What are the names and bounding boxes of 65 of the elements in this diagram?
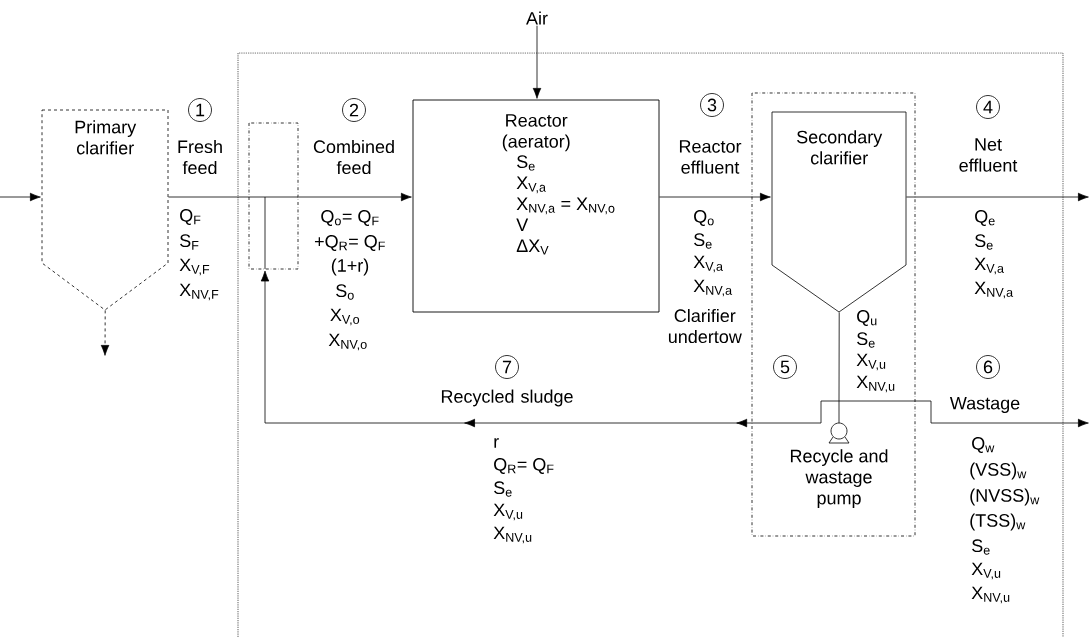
variable-label: S$_{e}$	[494, 481, 512, 497]
variable-label: (VSS)$_{w}$	[970, 462, 1027, 480]
flow-arrow	[906, 192, 1089, 202]
variable-label: X$_{V,u}$	[856, 353, 886, 371]
flow-arrow	[532, 25, 542, 99]
variable-label: (NVSS)$_{w}$	[970, 488, 1040, 506]
stream-label: Wastage	[949, 396, 1020, 414]
flow-arrow	[260, 270, 840, 428]
flow-arrow	[100, 310, 110, 356]
variable-label: S$_{e}$	[857, 332, 875, 348]
variable-label: S$_{e}$	[975, 234, 993, 250]
variable-label: S$_{F}$	[180, 234, 199, 250]
pump: Recycle and wastage pump	[790, 400, 888, 508]
stream-number: 7	[495, 355, 519, 379]
stream-number: 4	[976, 95, 1000, 119]
flow-arrow	[659, 192, 771, 202]
stream-number: 2	[342, 98, 366, 122]
variable-label: Q$_{e}$	[975, 210, 995, 226]
variable-label: X$_{V,a}$	[974, 257, 1004, 275]
stream-number: 5	[773, 355, 797, 379]
variable-label: X$_{V,a}$	[693, 255, 723, 273]
stream-label: Clarifier undertow	[668, 308, 742, 344]
variable-label: X$_{V,o}$	[330, 308, 360, 326]
variable-label: S$_{o}$	[336, 284, 354, 300]
stream-number: 6	[976, 355, 1000, 379]
variable-label: X$_{NV,u}$	[493, 526, 532, 544]
control-volume-box	[751, 92, 916, 537]
variable-label: X$_{V,u}$	[971, 562, 1001, 580]
variable-label: S$_{e}$	[972, 539, 990, 555]
variable-label: r	[494, 438, 499, 448]
stream-label: Recycled sludge	[441, 389, 573, 407]
air-label: Air	[526, 11, 548, 25]
stream-label: Net effluent	[959, 138, 1018, 172]
primary-clarifier: Primary clarifier	[41, 109, 169, 311]
stream-number: 1	[188, 98, 212, 122]
reactor-box: Reactor (aerator) S$_{e}$ X$_{V,a}$ X$_{NV,a}$ = X$_{NV,o}$ V ΔX$_{V}$	[412, 99, 660, 313]
flow-arrow	[0, 192, 41, 202]
flow-arrow	[838, 400, 1089, 428]
stream-label: Fresh feed	[178, 139, 222, 175]
variable-label: (1+r)	[331, 258, 369, 276]
variable-label: Q$_{F}$	[180, 209, 201, 225]
variable-label: +Q$_{R}$= Q$_{F}$	[314, 235, 385, 251]
variable-label: X$_{V,u}$	[493, 503, 523, 521]
flow-line	[838, 312, 840, 402]
variable-label: Q$_{o}$= Q$_{F}$	[321, 210, 379, 226]
stream-label: Combined feed	[313, 139, 394, 175]
variable-label: S$_{e}$	[694, 233, 712, 249]
variable-label: X$_{NV,F}$	[179, 283, 219, 301]
stream-label: Reactor effluent	[679, 140, 742, 174]
mixing-junction	[248, 122, 299, 270]
variable-label: X$_{NV,a}$	[974, 281, 1014, 299]
stream-number: 3	[700, 93, 724, 117]
flow-line	[168, 196, 250, 198]
variable-label: X$_{NV,u}$	[971, 586, 1010, 604]
variable-label: Q$_{u}$	[857, 310, 877, 326]
variable-label: X$_{NV,a}$	[693, 279, 733, 297]
variable-label: X$_{NV,u}$	[856, 375, 895, 393]
variable-label: X$_{NV,o}$	[328, 333, 367, 351]
variable-label: X$_{V,F}$	[179, 258, 210, 276]
flow-arrow	[298, 192, 412, 202]
variable-label: Q$_{w}$	[972, 437, 995, 453]
node-label: Recycle and wastage pump	[790, 449, 888, 508]
variable-label: (TSS)$_{w}$	[970, 513, 1026, 531]
variable-label: Q$_{o}$	[694, 210, 714, 226]
variable-label: Q$_{R}$= Q$_{F}$	[494, 458, 554, 474]
